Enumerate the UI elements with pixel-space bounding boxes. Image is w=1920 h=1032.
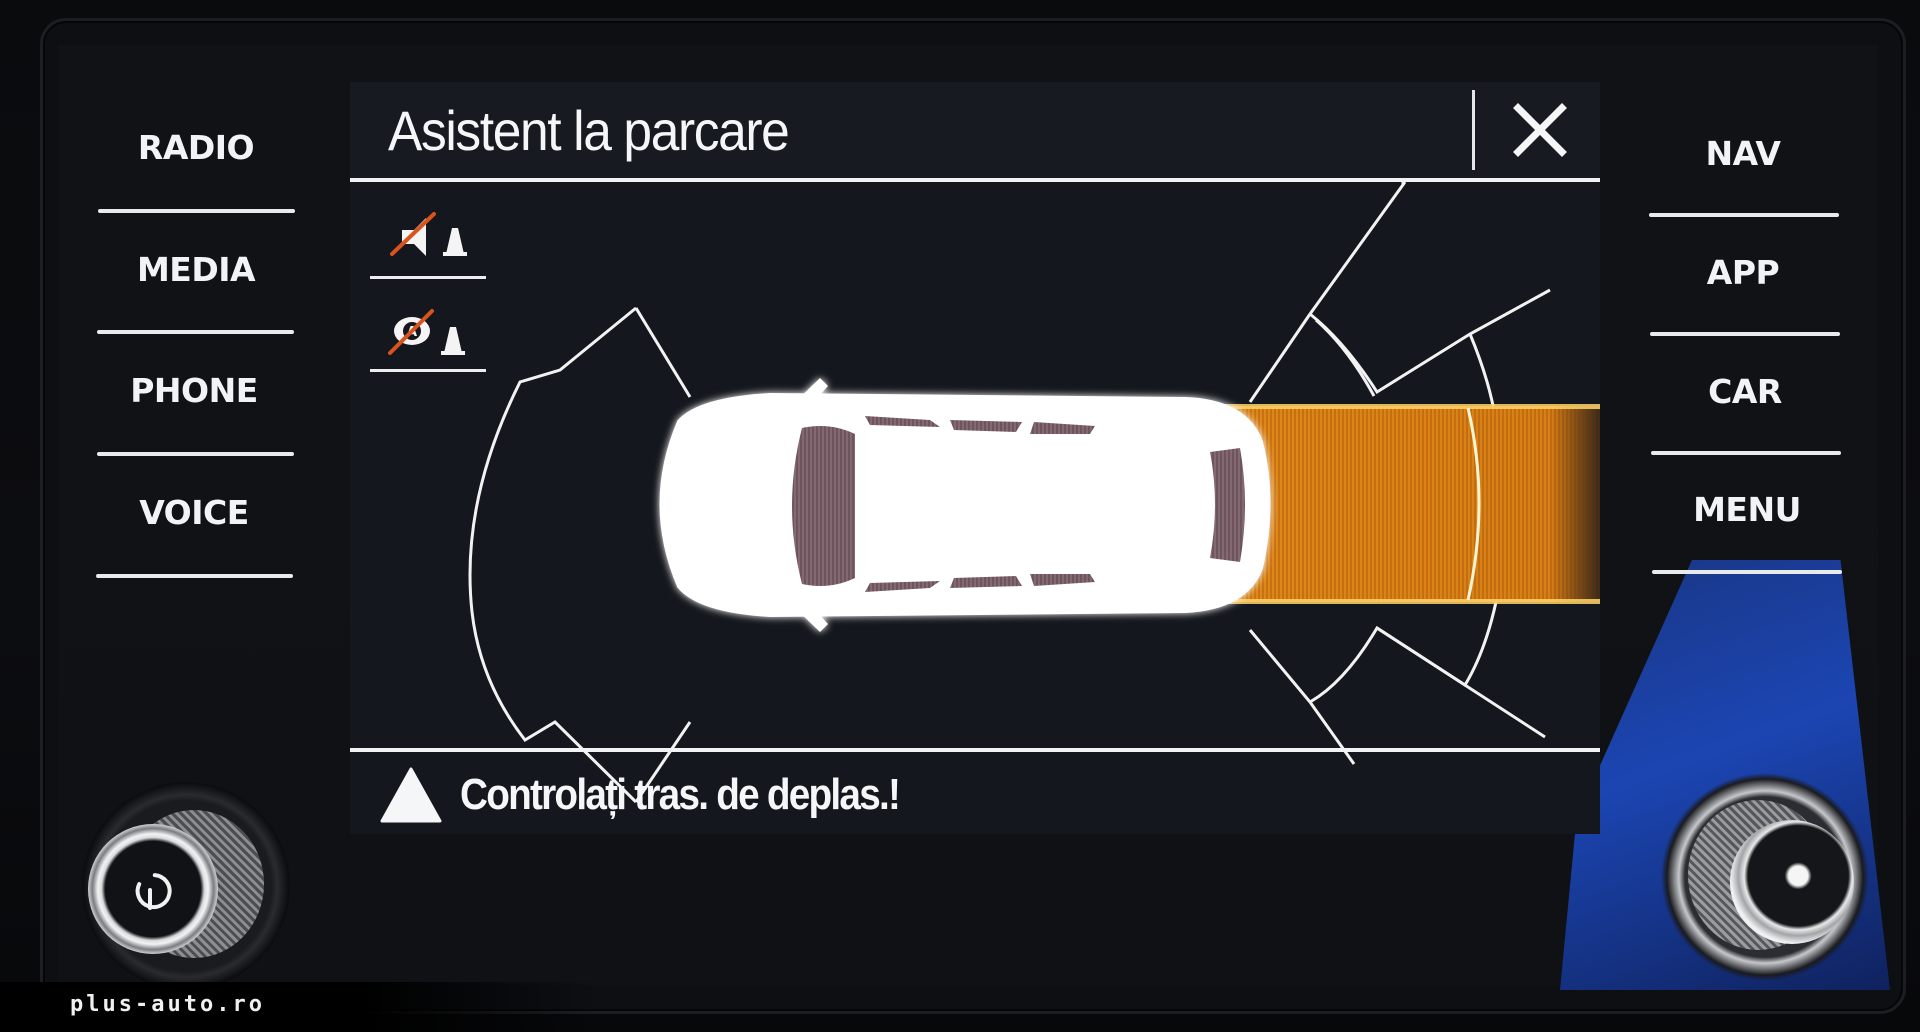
icon-divider <box>370 369 486 372</box>
auto-activation-toggle-button[interactable]: A <box>368 287 488 382</box>
close-button[interactable] <box>1500 90 1580 170</box>
tune-scroll-knob[interactable] <box>1660 772 1870 982</box>
nav-divider <box>1649 213 1839 217</box>
nav-radio-button[interactable]: RADIO <box>137 128 255 167</box>
nav-menu-button[interactable]: MENU <box>1693 490 1801 529</box>
warning-message: Controlați tras. de deplas.! <box>380 760 959 830</box>
rear-obstacle-area <box>1210 404 1600 604</box>
nav-divider <box>96 574 293 578</box>
close-icon <box>1513 103 1567 157</box>
warning-triangle-icon <box>380 767 442 823</box>
nav-divider <box>1652 570 1842 574</box>
nav-divider <box>97 452 294 456</box>
header-divider <box>350 178 1600 182</box>
nav-media-button[interactable]: MEDIA <box>136 250 256 289</box>
power-volume-knob[interactable] <box>82 782 290 990</box>
nav-car-button[interactable]: CAR <box>1708 372 1782 411</box>
page-title: Asistent la parcare <box>388 99 790 162</box>
rear-sensor-zone <box>1248 182 1551 765</box>
nav-voice-button[interactable]: VOICE <box>139 493 249 532</box>
title-bar: Asistent la parcare <box>350 82 1600 178</box>
nav-phone-button[interactable]: PHONE <box>130 371 258 410</box>
side-icon-panel: A <box>368 192 488 382</box>
icon-divider <box>370 276 486 279</box>
vehicle-top-view <box>659 378 1271 632</box>
sound-toggle-button[interactable] <box>368 192 488 287</box>
nav-app-button[interactable]: APP <box>1706 253 1780 292</box>
parking-assist-screen: Asistent la parcare <box>350 82 1600 834</box>
front-sensor-zone <box>468 306 692 804</box>
parking-sensor-visualization <box>468 182 1600 804</box>
nav-divider <box>97 330 294 334</box>
nav-divider <box>98 209 295 213</box>
nav-nav-button[interactable]: NAV <box>1705 134 1781 173</box>
watermark-text: plus-auto.ro <box>70 992 265 1017</box>
warning-text: Controlați tras. de deplas.! <box>460 770 901 819</box>
knob-cap <box>88 824 218 954</box>
watermark: plus-auto.ro <box>0 982 600 1032</box>
knob-cap <box>1730 820 1854 944</box>
sound-off-cone-icon <box>390 212 467 256</box>
power-icon <box>135 873 172 910</box>
auto-activation-off-cone-icon: A <box>388 309 465 355</box>
footer-divider <box>350 748 1600 752</box>
nav-divider <box>1650 332 1840 336</box>
nav-divider <box>1651 451 1841 455</box>
title-divider <box>1472 90 1475 170</box>
